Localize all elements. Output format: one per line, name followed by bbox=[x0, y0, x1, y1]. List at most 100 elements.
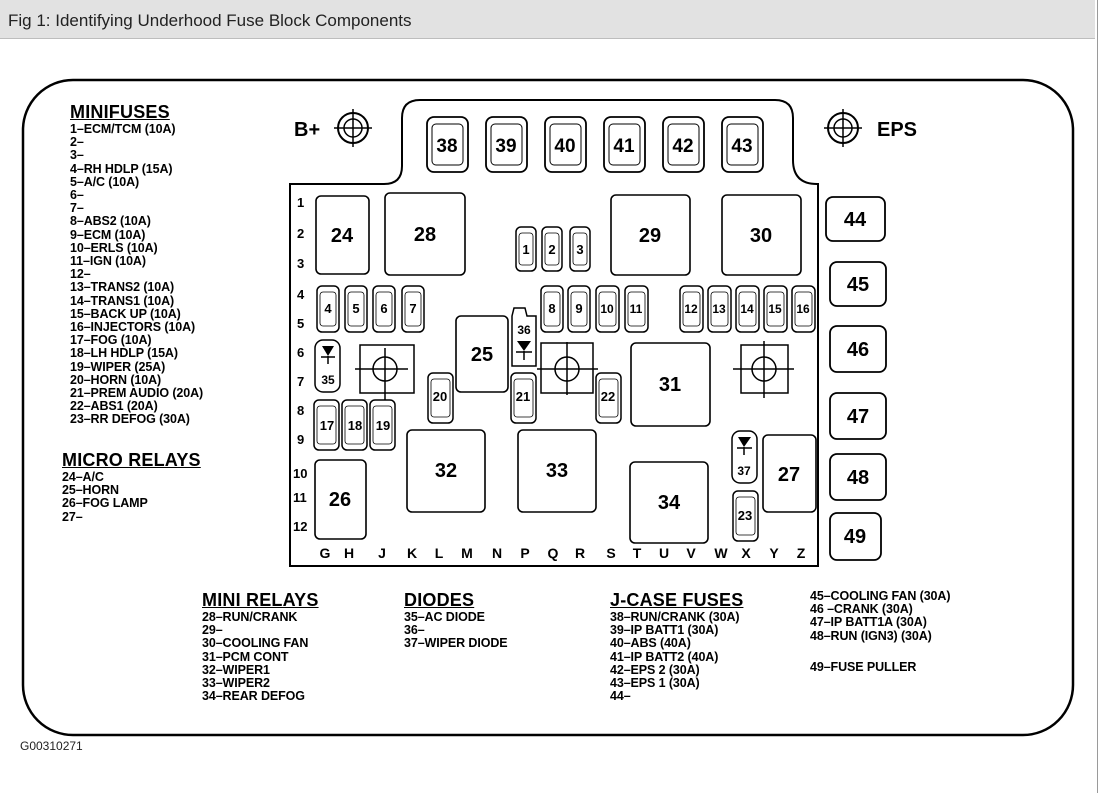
legend-item: 19–WIPER (25A) bbox=[70, 359, 166, 374]
legend-item: 3– bbox=[70, 148, 84, 163]
legend-item: 10–ERLS (10A) bbox=[70, 240, 158, 255]
svg-text:Y: Y bbox=[769, 545, 779, 561]
relay-25: 25 bbox=[455, 315, 509, 393]
minifuse-15: 15 bbox=[763, 285, 788, 333]
svg-text:W: W bbox=[714, 545, 728, 561]
jcase-fuse-39: 39 bbox=[485, 116, 528, 173]
svg-text:3: 3 bbox=[576, 242, 583, 257]
legend-jcase-fuses-continued: 45–COOLING FAN (30A)46 –CRANK (30A)47–IP… bbox=[810, 589, 951, 674]
jcase-fuse-41: 41 bbox=[603, 116, 646, 173]
legend-item: 11–IGN (10A) bbox=[70, 254, 146, 269]
svg-text:28: 28 bbox=[414, 224, 436, 246]
legend-item: 14–TRANS1 (10A) bbox=[70, 293, 175, 308]
legend-item: 42–EPS 2 (30A) bbox=[610, 662, 700, 677]
svg-text:21: 21 bbox=[516, 389, 530, 404]
minifuse-10: 10 bbox=[595, 285, 620, 333]
svg-text:27: 27 bbox=[778, 464, 800, 486]
svg-text:12: 12 bbox=[684, 302, 698, 316]
relay-26: 26 bbox=[314, 459, 367, 540]
minifuse-9: 9 bbox=[567, 285, 591, 333]
jcase-fuse-45: 45 bbox=[829, 261, 887, 307]
svg-text:29: 29 bbox=[639, 225, 661, 247]
svg-text:16: 16 bbox=[796, 302, 810, 316]
jcase-fuse-42: 42 bbox=[662, 116, 705, 173]
svg-text:37: 37 bbox=[737, 464, 751, 478]
relay-24: 24 bbox=[315, 195, 370, 275]
legend-item: 20–HORN (10A) bbox=[70, 372, 162, 387]
legend-item: 38–RUN/CRANK (30A) bbox=[610, 610, 740, 624]
svg-text:38: 38 bbox=[436, 136, 457, 157]
svg-text:H: H bbox=[344, 545, 354, 561]
legend-item: 48–RUN (IGN3) (30A) bbox=[810, 628, 932, 643]
legend-item: 40–ABS (40A) bbox=[610, 636, 691, 651]
fuse-block-outline bbox=[21, 78, 1075, 737]
jcase-fuse-40: 40 bbox=[544, 116, 587, 173]
svg-text:G: G bbox=[320, 545, 331, 561]
relay-29: 29 bbox=[610, 194, 691, 276]
legend-item: 25–HORN bbox=[62, 483, 119, 498]
legend-item: 6– bbox=[70, 188, 84, 203]
svg-text:V: V bbox=[686, 545, 696, 561]
legend-jcase-fuses: J-CASE FUSES 38–RUN/CRANK (30A)39–IP BAT… bbox=[610, 590, 743, 703]
svg-text:X: X bbox=[741, 545, 751, 561]
minifuse-16: 16 bbox=[791, 285, 816, 333]
svg-text:17: 17 bbox=[320, 418, 334, 433]
minifuse-21: 21 bbox=[510, 372, 537, 424]
scroll-edge bbox=[1097, 0, 1098, 793]
jcase-fuse-38: 38 bbox=[426, 116, 469, 173]
svg-text:M: M bbox=[461, 545, 473, 561]
svg-text:T: T bbox=[633, 545, 642, 561]
svg-text:24: 24 bbox=[331, 225, 354, 247]
legend-item: 23–RR DEFOG (30A) bbox=[70, 412, 190, 427]
figure-id: G00310271 bbox=[20, 739, 83, 753]
legend-item: 29– bbox=[202, 623, 223, 638]
svg-text:10: 10 bbox=[600, 302, 614, 316]
svg-text:20: 20 bbox=[433, 389, 447, 404]
legend-item: 1–ECM/TCM (10A) bbox=[70, 122, 176, 136]
legend-item: 39–IP BATT1 (30A) bbox=[610, 623, 719, 638]
relay-30: 30 bbox=[721, 194, 802, 276]
legend-item: 30–COOLING FAN bbox=[202, 636, 309, 651]
figure-title: Fig 1: Identifying Underhood Fuse Block … bbox=[8, 11, 412, 30]
legend-list: 1–ECM/TCM (10A)2–3–4–RH HDLP (15A)5–A/C … bbox=[70, 122, 204, 427]
legend-item: 12– bbox=[70, 267, 91, 282]
relay-32: 32 bbox=[406, 429, 486, 513]
svg-text:N: N bbox=[492, 545, 502, 561]
svg-text:40: 40 bbox=[554, 136, 575, 157]
legend-item: 2– bbox=[70, 135, 84, 150]
legend-item: 33–WIPER2 bbox=[202, 676, 270, 691]
legend-item: 27– bbox=[62, 509, 83, 524]
svg-text:7: 7 bbox=[297, 374, 304, 389]
legend-heading: MINIFUSES bbox=[70, 102, 170, 122]
component-panel-outline bbox=[289, 99, 819, 567]
legend-item: 43–EPS 1 (30A) bbox=[610, 676, 700, 691]
svg-text:34: 34 bbox=[658, 492, 681, 514]
legend-item: 45–COOLING FAN (30A) bbox=[810, 589, 951, 603]
minifuse-22: 22 bbox=[595, 372, 622, 424]
svg-text:33: 33 bbox=[546, 460, 568, 482]
svg-text:43: 43 bbox=[731, 136, 752, 157]
legend-item: 36– bbox=[404, 623, 425, 638]
mounting-stud-icon bbox=[537, 342, 598, 395]
svg-text:30: 30 bbox=[750, 225, 772, 247]
svg-text:49: 49 bbox=[844, 526, 866, 548]
legend-item: 35–AC DIODE bbox=[404, 610, 485, 624]
svg-text:11: 11 bbox=[293, 490, 307, 505]
legend-item: 46 –CRANK (30A) bbox=[810, 602, 913, 617]
legend-item: 21–PREM AUDIO (20A) bbox=[70, 386, 204, 401]
svg-text:22: 22 bbox=[601, 389, 615, 404]
svg-text:19: 19 bbox=[376, 418, 390, 433]
minifuse-2: 2 bbox=[541, 226, 563, 272]
legend-item: 18–LH HDLP (15A) bbox=[70, 346, 178, 361]
minifuse-23: 23 bbox=[732, 490, 759, 542]
legend-item: 7– bbox=[70, 201, 84, 216]
minifuse-7: 7 bbox=[401, 285, 425, 333]
minifuse-13: 13 bbox=[707, 285, 732, 333]
minifuse-18: 18 bbox=[341, 399, 368, 451]
diode-36: 36 bbox=[511, 307, 537, 367]
svg-text:39: 39 bbox=[495, 136, 516, 157]
